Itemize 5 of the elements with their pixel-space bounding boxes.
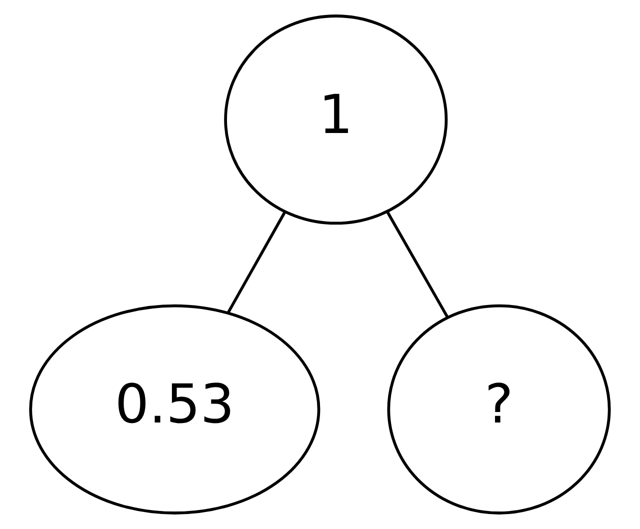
node-circle: ? (387, 304, 611, 514)
connector (226, 211, 286, 314)
node-ellipse: 0.53 (29, 304, 320, 514)
connector (386, 211, 449, 318)
node-circle: 1 (224, 14, 448, 225)
